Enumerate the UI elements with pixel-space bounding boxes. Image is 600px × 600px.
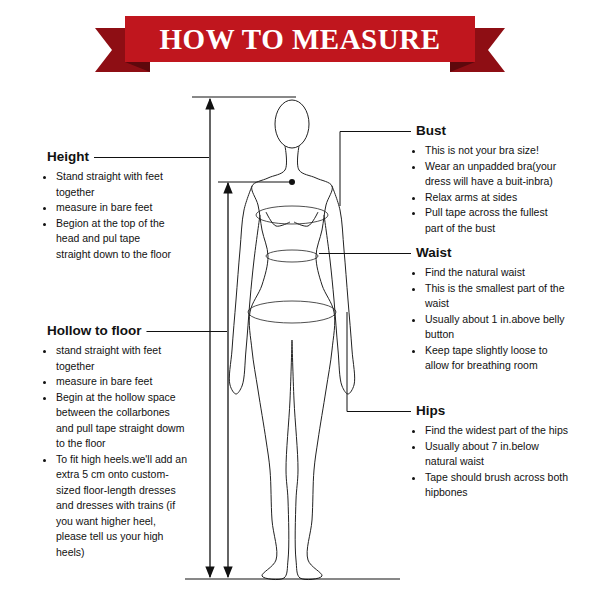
bullet-text: Wear an unpadded bra(your dress will hav… xyxy=(425,159,568,190)
bullet-text: Begin at the hollow space between the co… xyxy=(56,390,189,452)
measure-group: HeightStand straight with feet togetherm… xyxy=(47,147,175,262)
measure-group: BustThis is not your bra size!Wear an un… xyxy=(416,121,568,236)
section-heading: Height xyxy=(47,149,89,165)
bullet-text: Relax arms at sides xyxy=(425,190,568,206)
head xyxy=(275,100,309,148)
body-outline xyxy=(249,146,292,580)
bullet-text: Usually about 7 in.below natural waist xyxy=(425,439,568,470)
measure-band xyxy=(256,206,328,224)
leader-line xyxy=(319,253,411,254)
hollow-arrow xyxy=(227,183,228,577)
title: HOW TO MEASURE xyxy=(125,16,475,62)
leader-line xyxy=(347,312,411,412)
bullet-text: Usually about 1 in.above belly button xyxy=(425,312,568,343)
height-arrow xyxy=(209,99,210,577)
ribbon-fold xyxy=(125,62,150,72)
bullet-text: measure in bare feet xyxy=(56,200,175,216)
measure-band xyxy=(248,301,336,323)
bullet-text: Find the widest part of the hips xyxy=(425,423,568,439)
leader-line xyxy=(94,157,209,158)
measure-group: HipsFind the widest part of the hipsUsua… xyxy=(416,401,568,501)
measure-group: WaistFind the natural waistThis is the s… xyxy=(416,243,568,374)
hollow-dot xyxy=(289,179,295,185)
floor-line xyxy=(185,579,400,580)
title-banner xyxy=(125,16,475,62)
bullet-list: Stand straight with feet togethermeasure… xyxy=(47,169,175,262)
measure-band xyxy=(266,250,318,262)
section-heading: Hollow to floor xyxy=(47,323,141,339)
top-line xyxy=(192,97,296,98)
leader-line xyxy=(146,331,227,332)
bullet-text: Stand straight with feet together xyxy=(56,169,175,200)
bullet-text: Pull tape across the fullest part of the… xyxy=(425,205,568,236)
bullet-text: This is the smallest part of the waist xyxy=(425,281,568,312)
bullet-text: Keep tape slightly loose to allow for br… xyxy=(425,343,568,374)
bullet-text: Begion at the top of the head and pul ta… xyxy=(56,216,175,263)
bullet-text: Tape should brush across both hipbones xyxy=(425,470,568,501)
bullet-text: To fit high heels.we'll add an extra 5 c… xyxy=(56,452,189,561)
body-outline xyxy=(292,146,335,580)
bullet-text: This is not your bra size! xyxy=(425,143,568,159)
section-heading: Waist xyxy=(416,245,452,261)
body-figure xyxy=(229,100,354,580)
bullet-text: Find the natural waist xyxy=(425,265,568,281)
leader-line xyxy=(340,132,411,207)
ribbon-fold xyxy=(450,62,475,72)
hollow-line xyxy=(218,182,290,183)
section-heading: Bust xyxy=(416,123,446,139)
bullet-list: stand straight with feet togethermeasure… xyxy=(47,343,189,560)
bullet-list: Find the natural waistThis is the smalle… xyxy=(416,265,568,374)
arm-outline xyxy=(229,186,260,394)
measure-group: Hollow to floor stand straight with feet … xyxy=(47,321,189,560)
bullet-text: stand straight with feet together xyxy=(56,343,189,374)
bullet-list: This is not your bra size!Wear an unpadd… xyxy=(416,143,568,236)
bullet-text: measure in bare feet xyxy=(56,374,189,390)
section-heading: Hips xyxy=(416,403,445,419)
bullet-list: Find the widest part of the hipsUsually … xyxy=(416,423,568,501)
arm-outline xyxy=(324,186,355,394)
